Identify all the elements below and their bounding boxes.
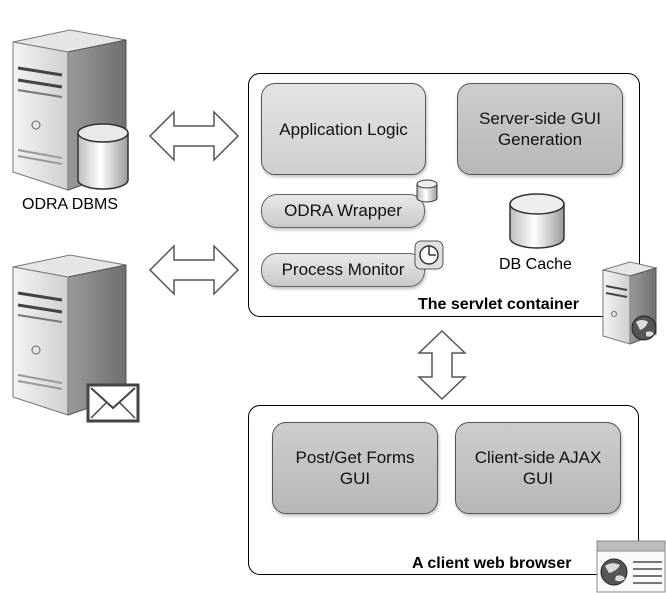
odra-wrapper-pill: ODRA Wrapper — [261, 194, 425, 228]
odra-server-icon — [12, 29, 129, 191]
servlet-server-globe-icon — [601, 261, 658, 345]
server-side-gui-box: Server-side GUI Generation — [457, 83, 623, 175]
db-cache-icon — [509, 193, 565, 249]
client-side-ajax-box: Client-side AJAX GUI — [455, 422, 621, 514]
odra-dbms-label: ODRA DBMS — [22, 196, 119, 213]
arrow-servlet-browser — [417, 329, 467, 401]
browser-window-globe-icon — [596, 540, 666, 593]
process-monitor-pill: Process Monitor — [261, 253, 425, 287]
process-monitor-clock-icon — [414, 240, 444, 270]
servlet-container-title: The servlet container — [418, 296, 579, 313]
post-get-forms-box: Post/Get Forms GUI — [272, 422, 438, 514]
mail-server-icon — [12, 254, 140, 423]
arrow-mail-servlet — [148, 244, 240, 296]
application-logic-box: Application Logic — [261, 83, 426, 175]
wrapper-database-icon — [416, 179, 438, 203]
arrow-dbms-servlet — [148, 110, 240, 162]
db-cache-label: DB Cache — [499, 256, 572, 273]
client-browser-title: A client web browser — [412, 555, 572, 572]
